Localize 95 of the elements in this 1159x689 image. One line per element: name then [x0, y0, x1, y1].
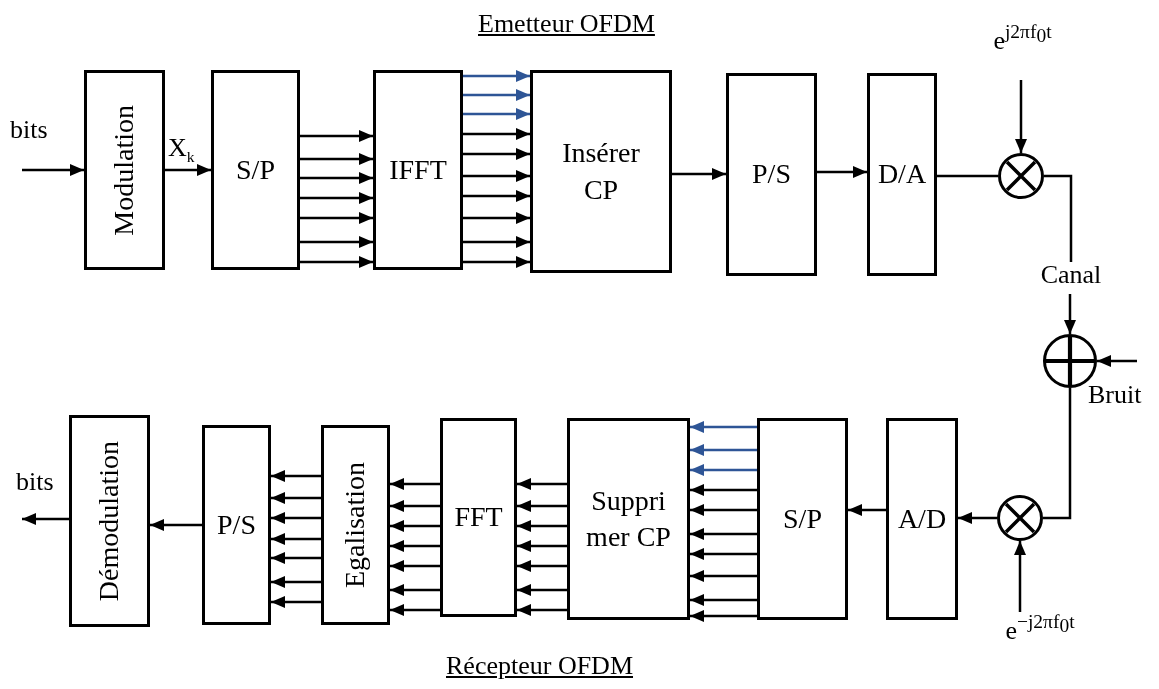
arrow: [271, 576, 321, 588]
arrow: [390, 478, 440, 490]
signal-label: Canal: [1030, 262, 1112, 294]
process-block: [567, 418, 690, 620]
mixer-symbol: [997, 495, 1043, 541]
arrow: [463, 190, 530, 202]
arrow: [390, 604, 440, 616]
block-label: Egalisation: [338, 462, 372, 588]
process-block: [886, 418, 958, 620]
arrow: [22, 513, 69, 525]
process-block: [440, 418, 517, 617]
connector-line: [1043, 388, 1072, 520]
arrow: [672, 168, 726, 180]
connector-line: [937, 174, 998, 178]
block-label: D/A: [877, 157, 927, 192]
arrow: [690, 548, 757, 560]
process-block: [867, 73, 937, 276]
process-block: [726, 73, 817, 276]
arrow: [517, 604, 567, 616]
arrow: [690, 610, 757, 622]
arrow: [300, 130, 373, 142]
arrow: [463, 256, 530, 268]
arrow: [390, 500, 440, 512]
arrow: [271, 552, 321, 564]
adder-symbol: [1043, 334, 1097, 388]
arrow: [271, 492, 321, 504]
block-label: FFT: [454, 500, 503, 535]
arrow: [463, 170, 530, 182]
connector-line: [1044, 174, 1073, 262]
block-label: P/S: [752, 157, 791, 192]
arrow: [690, 421, 757, 433]
arrow: [390, 584, 440, 596]
arrow: [690, 570, 757, 582]
arrow: [463, 236, 530, 248]
arrow: [390, 520, 440, 532]
block-label: S/P: [236, 152, 275, 187]
arrow: [300, 256, 373, 268]
block-label: Insérer CP: [561, 136, 641, 207]
arrow: [22, 164, 84, 176]
arrow: [390, 560, 440, 572]
arrow: [463, 89, 530, 101]
arrow: [300, 153, 373, 165]
arrow: [517, 560, 567, 572]
arrow: [463, 70, 530, 82]
process-block: [211, 70, 300, 270]
arrow: [1097, 355, 1137, 367]
arrow: [690, 484, 757, 496]
arrow: [517, 540, 567, 552]
block-label: IFFT: [389, 152, 447, 187]
mixer-symbol: [998, 153, 1044, 199]
process-block: [757, 418, 848, 620]
arrow: [848, 504, 886, 516]
arrow: [817, 166, 867, 178]
process-block: [321, 425, 390, 625]
arrow: [390, 540, 440, 552]
arrow: [271, 470, 321, 482]
arrow: [300, 192, 373, 204]
block-label: Démodulation: [92, 440, 126, 602]
section-title: Récepteur OFDM: [446, 652, 633, 681]
arrow: [271, 596, 321, 608]
arrow: [690, 444, 757, 456]
arrow: [463, 128, 530, 140]
arrow: [517, 584, 567, 596]
arrow: [690, 504, 757, 516]
section-title: Emetteur OFDM: [478, 10, 655, 39]
arrow: [271, 533, 321, 545]
arrow: [271, 512, 321, 524]
block-label: Modulation: [107, 104, 141, 236]
process-block: [202, 425, 271, 625]
arrow: [300, 172, 373, 184]
arrow: [690, 594, 757, 606]
arrow: [1014, 541, 1026, 612]
arrow: [463, 148, 530, 160]
arrow: [1015, 80, 1027, 153]
process-block: [530, 70, 672, 273]
process-block: [84, 70, 165, 270]
arrow: [463, 212, 530, 224]
block-label: S/P: [783, 501, 822, 536]
block-label: P/S: [217, 507, 256, 542]
block-label: Suppri mer CP: [585, 483, 672, 554]
arrow: [517, 520, 567, 532]
process-block: [69, 415, 150, 627]
process-block: [373, 70, 463, 270]
arrow: [517, 478, 567, 490]
arrow: [300, 236, 373, 248]
arrow: [463, 108, 530, 120]
arrow: [517, 500, 567, 512]
block-label: A/D: [897, 501, 947, 536]
arrow: [690, 528, 757, 540]
arrow: [150, 519, 202, 531]
arrow: [165, 164, 211, 176]
arrow: [690, 464, 757, 476]
arrow: [1064, 294, 1076, 334]
arrow: [958, 512, 997, 524]
arrow: [300, 212, 373, 224]
